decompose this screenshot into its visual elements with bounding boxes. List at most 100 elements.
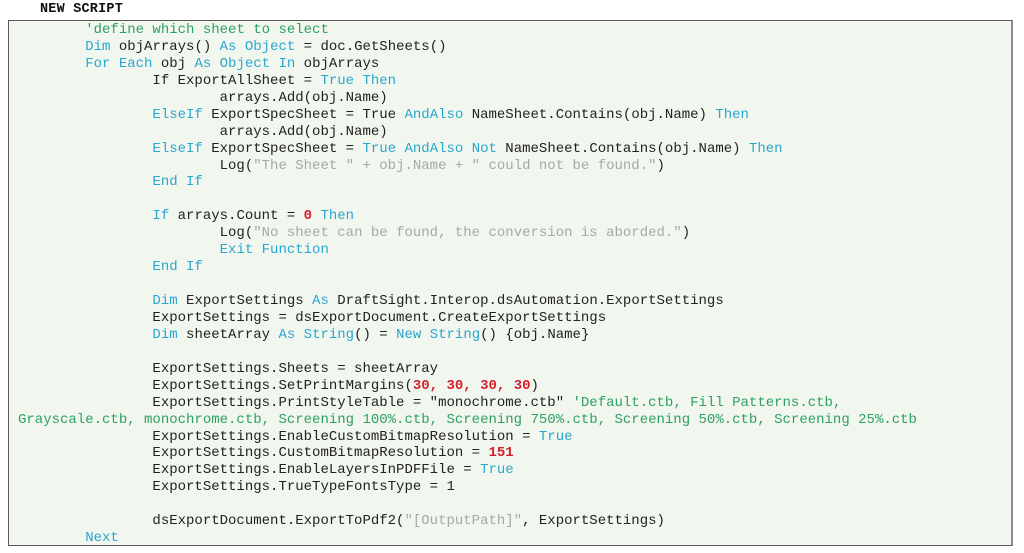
number-literal: 0 — [303, 208, 313, 225]
keyword: Then — [715, 106, 749, 123]
code-listing: 'define which sheet to select Dim objArr… — [18, 22, 917, 547]
code-text: ExportSpecSheet = — [202, 140, 363, 157]
code-text: sheetArray — [177, 326, 279, 343]
code-text: arrays.Add(obj.Name) — [18, 89, 388, 106]
code-block: 'define which sheet to select Dim objArr… — [8, 20, 1013, 546]
code-line: ExportSettings.SetPrintMargins(30, 30, 3… — [18, 378, 917, 395]
code-text — [18, 174, 152, 190]
code-line: arrays.Add(obj.Name) — [18, 90, 917, 107]
code-line: ExportSettings.TrueTypeFontsType = 1 — [18, 479, 917, 496]
keyword: New String — [396, 326, 481, 343]
code-line: ExportSettings.EnableLayersInPDFFile = T… — [18, 462, 917, 479]
code-text: dsExportDocument.ExportToPdf2( — [18, 513, 405, 530]
code-text: ExportSpecSheet = True — [202, 106, 405, 123]
code-text: arrays.Add(obj.Name) — [18, 123, 388, 140]
keyword: Dim — [152, 326, 178, 343]
code-line: Exit Function — [18, 242, 917, 259]
keyword: True — [538, 428, 573, 445]
code-text — [18, 242, 220, 258]
code-text — [18, 39, 85, 55]
code-text: objArrays() — [110, 38, 220, 55]
code-line: ExportSettings = dsExportDocument.Create… — [18, 310, 917, 327]
code-text: , ExportSettings) — [522, 513, 665, 530]
code-line — [18, 191, 917, 208]
keyword: End If — [152, 174, 203, 191]
script-title: NEW SCRIPT — [40, 2, 124, 17]
keyword: If — [152, 208, 170, 225]
code-text: Log( — [18, 225, 254, 242]
code-text: ExportSettings.PrintStyleTable = "monoch… — [18, 394, 573, 411]
number-literal: 30, 30, 30, 30 — [412, 377, 531, 394]
code-text — [18, 530, 85, 546]
keyword: Dim — [152, 293, 178, 309]
code-line: Log("No sheet can be found, the conversi… — [18, 225, 917, 242]
code-text: NameSheet.Contains(obj.Name) — [496, 140, 749, 157]
code-text: ExportSettings — [177, 293, 313, 309]
code-text: () {obj.Name} — [480, 326, 590, 343]
code-line: Log("The Sheet " + obj.Name + " could no… — [18, 158, 917, 175]
code-text: ) — [656, 157, 665, 174]
keyword: As String — [278, 326, 355, 343]
code-text — [18, 56, 85, 72]
code-text — [18, 141, 152, 157]
code-line: ExportSettings.EnableCustomBitmapResolut… — [18, 429, 917, 446]
code-text: objArrays — [295, 55, 380, 72]
code-line: ExportSettings.PrintStyleTable = "monoch… — [18, 395, 917, 412]
code-line — [18, 276, 917, 293]
comment: 'Default.ctb, Fill Patterns.ctb, — [572, 394, 842, 411]
code-text — [18, 327, 152, 343]
code-line: 'define which sheet to select — [18, 22, 917, 39]
code-text: ) — [530, 377, 539, 394]
string-literal: "No sheet can be found, the conversion i… — [253, 225, 682, 242]
code-text: ExportSettings.CustomBitmapResolution = — [18, 445, 489, 462]
comment: 'define which sheet to select — [85, 22, 329, 38]
string-literal: "The Sheet " + obj.Name + " could not be… — [253, 157, 657, 174]
code-text: ExportSettings.TrueTypeFontsType = 1 — [18, 479, 455, 496]
code-line: Next — [18, 530, 917, 547]
keyword: True — [480, 462, 514, 479]
code-text: Log( — [18, 157, 254, 174]
number-literal: 151 — [488, 445, 514, 462]
code-text — [18, 259, 152, 275]
code-text: If ExportAllSheet = — [18, 72, 321, 89]
keyword: True AndAlso Not — [362, 140, 497, 157]
code-line: ElseIf ExportSpecSheet = True AndAlso Na… — [18, 107, 917, 124]
keyword: AndAlso — [404, 106, 464, 123]
code-text — [18, 293, 152, 309]
keyword: Then — [748, 140, 783, 157]
code-text: ExportSettings.Sheets = sheetArray — [18, 360, 439, 377]
code-text: ExportSettings.EnableLayersInPDFFile = — [18, 462, 481, 479]
code-line: End If — [18, 259, 917, 276]
keyword: As Object — [219, 38, 296, 55]
code-text — [18, 22, 85, 38]
code-text: DraftSight.Interop.dsAutomation.ExportSe… — [328, 293, 724, 309]
keyword: As Object In — [194, 55, 296, 72]
code-line: If ExportAllSheet = True Then — [18, 73, 917, 90]
code-text: ExportSettings = dsExportDocument.Create… — [18, 309, 607, 326]
keyword: ElseIf — [152, 106, 203, 123]
string-literal: "[OutputPath]" — [404, 513, 523, 530]
code-line — [18, 496, 917, 513]
code-line: ExportSettings.Sheets = sheetArray — [18, 361, 917, 378]
code-text — [18, 107, 152, 123]
code-text: ExportSettings.EnableCustomBitmapResolut… — [18, 428, 539, 445]
keyword: Next — [85, 530, 119, 547]
code-line: Dim sheetArray As String() = New String(… — [18, 327, 917, 344]
code-line: For Each obj As Object In objArrays — [18, 56, 917, 73]
keyword: Exit Function — [219, 242, 329, 259]
keyword: ElseIf — [152, 140, 203, 157]
code-line: Dim objArrays() As Object = doc.GetSheet… — [18, 39, 917, 56]
keyword: True Then — [320, 72, 397, 89]
code-line: arrays.Add(obj.Name) — [18, 124, 917, 141]
keyword: End If — [152, 259, 203, 276]
code-line: If arrays.Count = 0 Then — [18, 208, 917, 225]
keyword: Then — [320, 208, 355, 225]
keyword: As — [312, 293, 329, 309]
keyword: For Each — [85, 55, 153, 72]
comment: Grayscale.ctb, monochrome.ctb, Screening… — [18, 411, 917, 428]
keyword: Dim — [85, 38, 111, 55]
code-line — [18, 344, 917, 361]
code-text: arrays.Count = — [169, 208, 304, 225]
code-line: Grayscale.ctb, monochrome.ctb, Screening… — [18, 412, 917, 429]
code-line: dsExportDocument.ExportToPdf2("[OutputPa… — [18, 513, 917, 530]
